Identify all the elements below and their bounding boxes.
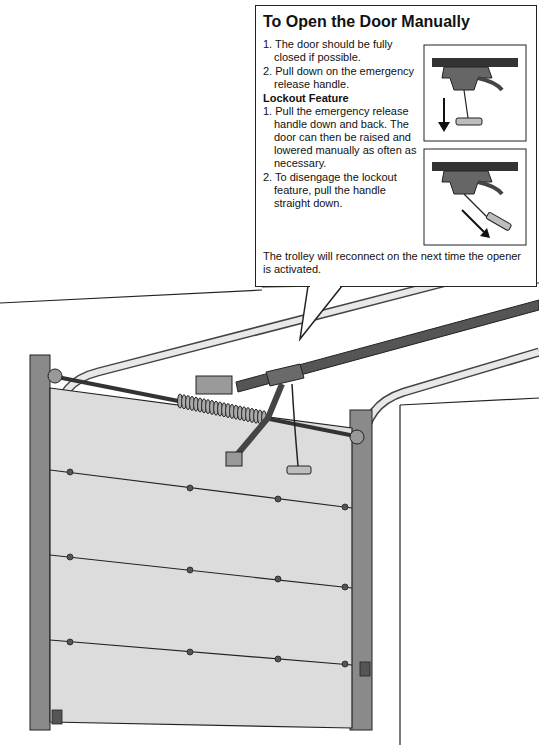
arrowhead — [480, 228, 490, 238]
panel-line — [50, 640, 352, 665]
wall-top — [400, 398, 539, 405]
panel-line — [50, 470, 352, 508]
opener-rail — [236, 300, 539, 392]
inset-handle — [456, 118, 482, 125]
arrowhead — [438, 122, 450, 132]
cable-drum — [48, 369, 62, 383]
inset-rope — [464, 90, 468, 118]
garage-door — [50, 388, 352, 728]
sub-heading: Lockout Feature — [263, 92, 418, 105]
text-area-col: 1. The door should be fully closed if po… — [263, 38, 418, 246]
torsion-spring — [178, 394, 267, 425]
trolley — [266, 364, 304, 386]
instruction-text: The trolley will reconnect on the next t… — [263, 250, 529, 276]
torsion-shaft — [52, 376, 360, 437]
inset-arm — [478, 78, 502, 90]
right-jamb — [350, 410, 372, 730]
right-track — [364, 352, 539, 722]
ceiling-line — [0, 290, 262, 303]
instruction-text: 2. To disengage the lockout feature, pul… — [263, 171, 418, 210]
text-area-foot: The trolley will reconnect on the next t… — [263, 250, 529, 276]
door-arm — [236, 384, 282, 456]
callout-tail — [300, 286, 342, 339]
text-area-head: To Open the Door Manually — [263, 12, 529, 32]
release-rope — [292, 384, 298, 466]
inset-frame — [424, 45, 526, 141]
right-track-inner — [364, 352, 539, 722]
arrow-down — [443, 98, 445, 124]
instruction-text: 1. The door should be fully closed if po… — [263, 38, 418, 64]
callout-title: To Open the Door Manually — [263, 12, 529, 32]
arrow-diagonal — [462, 210, 484, 232]
door-hinges — [52, 469, 370, 724]
instruction-text: 2. Pull down on the emergency release ha… — [263, 65, 418, 91]
inset-arm — [478, 182, 502, 194]
inset-handle — [486, 212, 512, 231]
inset-frame — [424, 149, 526, 245]
release-handle — [287, 466, 311, 474]
panel-line — [50, 555, 352, 588]
instruction-text: 1. Pull the emergency release handle dow… — [263, 105, 418, 170]
wall-corner — [399, 405, 400, 745]
cable-drum — [350, 430, 364, 444]
left-jamb — [30, 355, 50, 730]
callout-box: To Open the Door Manually 1. The door sho… — [255, 5, 537, 287]
door-bracket — [226, 452, 242, 466]
inset-rail — [432, 58, 518, 67]
header-bracket — [196, 376, 232, 394]
inset-rail — [432, 162, 518, 171]
